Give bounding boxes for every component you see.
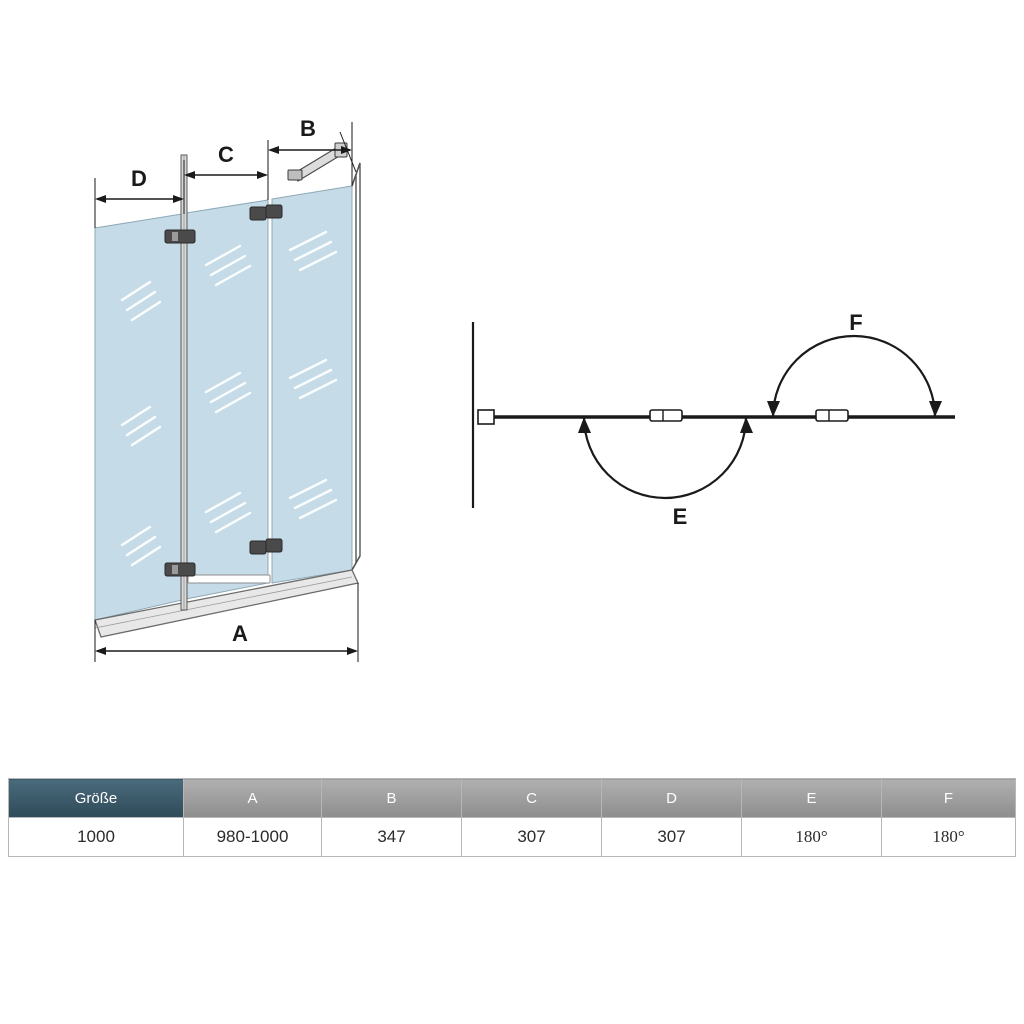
arrow-f-left [767,401,780,417]
dimension-c [184,171,268,179]
cell-b: 347 [321,817,462,857]
label-e: E [673,504,688,529]
wall-profile [477,409,495,425]
spec-table-header-row: Größe A B C D E F [8,778,1016,818]
swing-arc-f [771,334,937,418]
label-a: A [232,621,248,646]
front-view-group: D C B A [94,116,361,662]
header-c: C [461,778,602,818]
cell-c: 307 [461,817,602,857]
hinges [164,204,283,577]
header-d: D [601,778,742,818]
label-c: C [218,142,234,167]
arrow-e-right [740,417,753,433]
label-b: B [300,116,316,141]
dimension-b [268,146,352,154]
door-handle-strip [187,574,271,584]
diagram-area: D C B A [94,116,955,662]
vertical-stile [180,154,188,611]
glass-panel-d [94,213,183,621]
stabiliser-bar [287,142,348,182]
header-groesse: Größe [8,778,184,818]
header-a: A [183,778,322,818]
label-d: D [131,166,147,191]
dimension-a [95,647,358,655]
table-row: 1000 980-1000 347 307 307 180° 180° [8,817,1016,857]
plan-hinges [649,409,849,422]
cell-f: 180° [881,817,1016,857]
glass-reflections [120,230,338,567]
dimension-d [95,195,184,203]
arrow-f-right [929,401,942,417]
header-b: B [321,778,462,818]
header-e: E [741,778,882,818]
swing-arc-e [582,416,748,500]
cell-e: 180° [741,817,882,857]
spec-table: Größe A B C D E F 1000 980-1000 347 307 … [8,778,1016,857]
cell-d: 307 [601,817,742,857]
frame-profile [351,162,361,571]
glass-panel-c [185,199,269,600]
cell-a: 980-1000 [183,817,322,857]
technical-drawing: D C B A [94,116,955,662]
label-f: F [849,310,862,335]
spec-table-head: Größe A B C D E F [8,778,1016,818]
arrow-e-left [578,417,591,433]
top-view-group: E F [471,310,955,529]
cell-groesse: 1000 [8,817,184,857]
spec-table-body: 1000 980-1000 347 307 307 180° 180° [8,817,1016,857]
glass-panel-b [271,185,353,584]
header-f: F [881,778,1016,818]
